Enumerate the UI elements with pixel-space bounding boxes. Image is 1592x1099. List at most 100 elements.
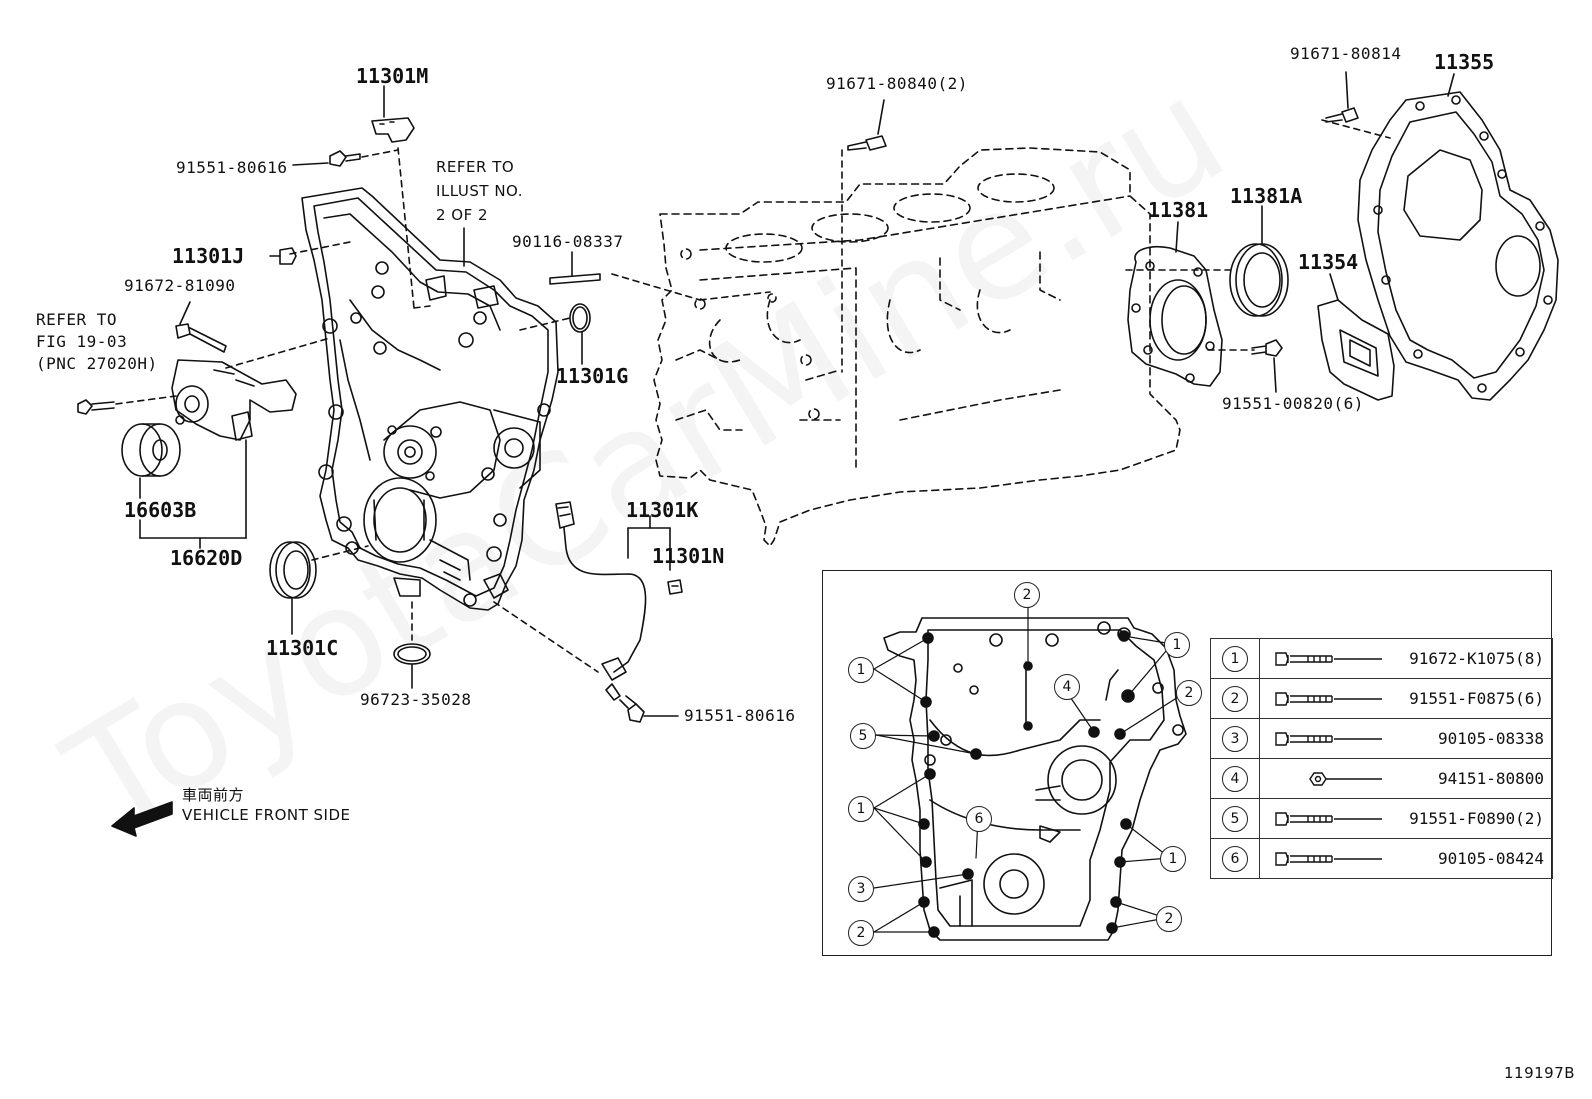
flange-bolt-icon — [1275, 812, 1382, 826]
crank-sensor-11301k — [555, 501, 671, 701]
label-96723-35028: 96723-35028 — [360, 690, 472, 709]
label-16620d: 16620D — [170, 546, 243, 570]
cover-leader-lines — [225, 147, 771, 673]
legend-row: 3 90105-08338 — [1210, 718, 1553, 759]
legend-part-cell: 91551-F0890(2) — [1259, 798, 1553, 839]
legend-part-cell: 91551-F0875(6) — [1259, 678, 1553, 719]
cam-sensor-11301m — [371, 85, 415, 143]
legend-number: 3 — [1222, 725, 1248, 752]
bolt-91551-80616-top — [292, 149, 399, 167]
callout-3: 3 — [848, 876, 874, 902]
legend-part-cell: 91672-K1075(8) — [1259, 638, 1553, 679]
rear-oil-seal-11381a — [1229, 205, 1289, 317]
label-91672-81090: 91672-81090 — [124, 276, 236, 295]
legend-number: 4 — [1222, 765, 1248, 792]
callout-1-right-lower: 1 — [1160, 846, 1186, 872]
flange-bolt-icon — [1275, 692, 1382, 706]
flange-bolt-icon — [1275, 852, 1382, 866]
refer-illust-line3: 2 OF 2 — [436, 206, 489, 224]
figure-id: 119197B — [1504, 1064, 1576, 1082]
callout-1-left-lower: 1 — [848, 796, 874, 822]
refer-illust-line2: ILLUST NO. — [436, 182, 524, 200]
legend-part-number: 90105-08338 — [1438, 729, 1544, 748]
legend-row: 4 94151-80800 — [1210, 758, 1553, 799]
block-leader-lines — [841, 119, 1391, 373]
callout-2-top: 2 — [1014, 582, 1040, 608]
bolt-91551-00820 — [1251, 339, 1283, 393]
idler-pulley-16603b — [121, 423, 181, 499]
legend-number: 1 — [1222, 645, 1248, 672]
legend-number-cell: 1 — [1210, 638, 1260, 679]
bolt-91551-80616-bottom — [619, 695, 679, 723]
legend-row: 6 90105-08424 — [1210, 838, 1553, 879]
callout-5: 5 — [850, 723, 876, 749]
seal-retainer-11381 — [1127, 221, 1223, 387]
label-91551-80616-top: 91551-80616 — [176, 158, 288, 177]
bolt-legend-table: 1 91672-K1075(8) 2 91551-F0875(6) 3 90105-083… — [1210, 638, 1553, 879]
inset-cover-outline — [883, 617, 1187, 941]
bolt-91671-80814 — [1325, 71, 1359, 123]
legend-number-cell: 3 — [1210, 718, 1260, 759]
front-arrow-icon — [111, 801, 173, 837]
cover-plate-11354 — [1317, 273, 1395, 401]
refer-fig-line3: (PNC 27020H) — [36, 354, 158, 373]
label-11301g: 11301G — [556, 364, 629, 388]
legend-number-cell: 5 — [1210, 798, 1260, 839]
cylinder-block — [653, 147, 1181, 547]
refer-illust-line1: REFER TO — [436, 158, 515, 176]
end-plate-11355 — [1357, 73, 1559, 401]
label-11355: 11355 — [1434, 50, 1495, 74]
plug-11301j — [269, 247, 297, 265]
legend-number: 6 — [1222, 845, 1248, 872]
legend-part-number: 90105-08424 — [1438, 849, 1544, 868]
label-11381a: 11381A — [1230, 184, 1303, 208]
refer-fig-line1: REFER TO — [36, 310, 118, 329]
bolt-11301n — [667, 579, 683, 595]
label-90116-08337: 90116-08337 — [512, 232, 624, 251]
label-16603b: 16603B — [124, 498, 197, 522]
legend-row: 2 91551-F0875(6) — [1210, 678, 1553, 719]
legend-part-cell: 90105-08424 — [1259, 838, 1553, 879]
flange-bolt-icon — [1275, 652, 1382, 666]
refer-fig-line2: FIG 19-03 — [36, 332, 128, 351]
callout-2-left-lower: 2 — [848, 920, 874, 946]
oring-11301g — [569, 303, 591, 365]
callout-bracket-16620d — [139, 439, 247, 549]
callout-1-right-upper: 1 — [1164, 632, 1190, 658]
label-91551-00820: 91551-00820(6) — [1222, 394, 1364, 413]
legend-part-cell: 94151-80800 — [1259, 758, 1553, 799]
label-11354: 11354 — [1298, 250, 1359, 274]
oring-96723-35028 — [393, 643, 431, 689]
callout-6: 6 — [966, 806, 992, 832]
label-11301m: 11301M — [356, 64, 429, 88]
legend-number-cell: 4 — [1210, 758, 1260, 799]
vehicle-front-en: VEHICLE FRONT SIDE — [182, 806, 351, 824]
legend-row: 5 91551-F0890(2) — [1210, 798, 1553, 839]
nut-icon — [1309, 772, 1382, 786]
label-11301j: 11301J — [172, 244, 245, 268]
callout-2-right-upper: 2 — [1176, 680, 1202, 706]
legend-part-number: 91551-F0875(6) — [1409, 689, 1544, 708]
label-91671-80840: 91671-80840(2) — [826, 74, 968, 93]
legend-number-cell: 2 — [1210, 678, 1260, 719]
label-11381: 11381 — [1148, 198, 1209, 222]
legend-number: 2 — [1222, 685, 1248, 712]
label-91671-80814: 91671-80814 — [1290, 44, 1402, 63]
bolt-tensioner-bottom — [77, 395, 177, 415]
label-11301c: 11301C — [266, 636, 339, 660]
legend-number: 5 — [1222, 805, 1248, 832]
callout-1-left-upper: 1 — [848, 657, 874, 683]
legend-row: 1 91672-K1075(8) — [1210, 638, 1553, 679]
callout-2-right-lower: 2 — [1156, 906, 1182, 932]
bolt-91671-80840 — [847, 99, 887, 151]
flange-bolt-icon — [1275, 732, 1382, 746]
bolt-91672-81090 — [175, 301, 227, 353]
stud-90116-08337 — [549, 251, 601, 285]
legend-part-number: 94151-80800 — [1438, 769, 1544, 788]
callout-4: 4 — [1054, 674, 1080, 700]
legend-part-number: 91672-K1075(8) — [1409, 649, 1544, 668]
timing-chain-cover — [301, 187, 559, 611]
label-91551-80616-bottom: 91551-80616 — [684, 706, 796, 725]
legend-number-cell: 6 — [1210, 838, 1260, 879]
